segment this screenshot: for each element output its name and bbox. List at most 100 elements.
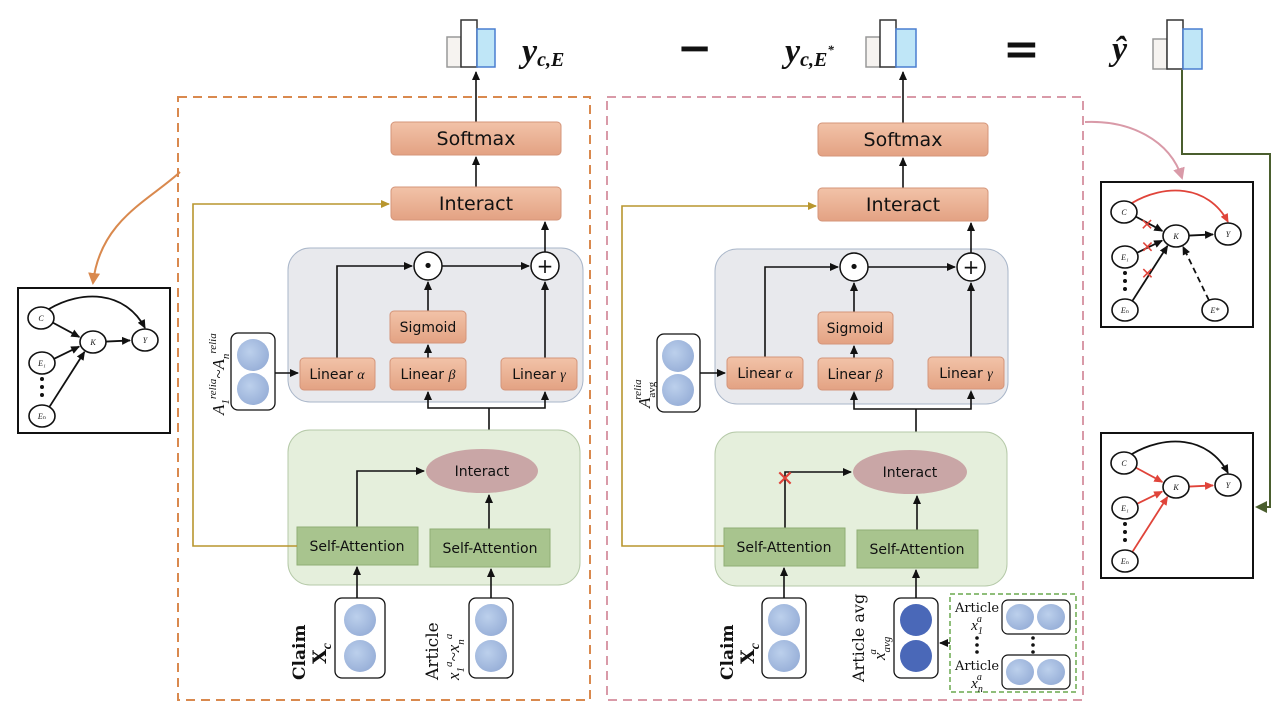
sigmoid-block (389, 310, 467, 344)
self-attention-label: Self-Attention (443, 541, 538, 557)
article-item-label: Article (954, 659, 999, 674)
graph-edge-C-K (1135, 466, 1164, 483)
graph-node-label: Eₙ (37, 412, 46, 421)
graph-node-label: Eₙ (1120, 557, 1129, 566)
bar-chart-icon (865, 19, 917, 68)
graph-node-En (1111, 298, 1139, 322)
term-y-c-estar: yc,E* (781, 33, 834, 71)
graph-node-label: Y (1226, 230, 1232, 239)
counterfactual-model: Softmax Interact • + Sigmoid Linear α Li… (621, 71, 1077, 695)
self-attention-label: Self-Attention (310, 539, 405, 555)
self-attention-article (856, 529, 979, 569)
graph-edge-C-Y (48, 295, 146, 329)
interact-label: Interact (439, 193, 513, 215)
softmax-label: Softmax (437, 128, 516, 150)
edge-cut-x-icon: ✕ (1141, 238, 1154, 257)
graph-node-label: K (1172, 232, 1179, 241)
claim-label: Claim (718, 625, 738, 680)
reliability-label: A1relia~Anrelia (207, 333, 232, 416)
avg-reliability-label: Aavgrelia (632, 379, 658, 409)
blocked-x-icon: ✕ (776, 467, 794, 492)
bar-chart-icon (446, 19, 496, 68)
sigmoid-block (817, 311, 894, 345)
article-item: Article xna (954, 654, 1071, 695)
interact-block (390, 186, 562, 221)
edge-cut-x-icon: ✕ (1141, 264, 1154, 283)
orange-link-arrow (88, 171, 181, 285)
graph-edge-E1-K (53, 345, 81, 360)
graph-edge-En-K (48, 351, 86, 408)
self-attention-label: Self-Attention (737, 540, 832, 556)
ellipsis-dot (40, 385, 44, 389)
linear-beta-label: Linear β (401, 367, 456, 383)
linear-alpha-label: Linear α (309, 367, 365, 383)
graph-node-label: E₁ (1120, 253, 1129, 262)
causal-graph-graph-effect: C K Y E₁ Eₙ (1100, 432, 1254, 579)
linear-alpha-label: Linear α (737, 366, 793, 382)
graph-node-label: K (1172, 483, 1179, 492)
interact-ellipse-label: Interact (883, 465, 938, 481)
gold-skip-connection (192, 200, 390, 547)
self-attention-article (429, 528, 551, 568)
interact-block (817, 187, 989, 222)
graph-node-label: C (1121, 208, 1127, 217)
graph-node-Y (1214, 222, 1242, 246)
ellipsis-dot (1123, 279, 1127, 283)
graph-node-E1 (28, 351, 56, 375)
article-item: Article x1a (954, 599, 1071, 637)
minus-sign: − (677, 23, 712, 72)
green-link-arrow (1181, 70, 1271, 513)
graph-node-label: E₁ (37, 359, 46, 368)
graph-edge-C-Y (1131, 440, 1229, 474)
graph-node-label: C (1121, 459, 1127, 468)
self-attention-claim (723, 527, 846, 567)
graph-edge-K-Y (1188, 481, 1215, 490)
graph-node-K (79, 330, 107, 354)
factual-model: Softmax Interact • + Sigmoid Linear α Li… (192, 71, 584, 681)
ellipsis-dot (1123, 271, 1127, 275)
softmax-block (817, 122, 989, 157)
article-avg-var: xavga (867, 636, 893, 661)
graph-node-label: K (89, 338, 96, 347)
graph-node-label: Y (143, 336, 149, 345)
article-item-label: Article (954, 601, 999, 616)
article-label: Article (423, 622, 443, 681)
graph-node-label: E* (1210, 306, 1220, 315)
interact-ellipse (426, 449, 538, 493)
graph-node-label: Y (1226, 481, 1232, 490)
linear-gamma-label: Linear γ (939, 366, 993, 382)
graph-edge-E1-K (1136, 490, 1164, 505)
linear-gamma-block (927, 356, 1005, 390)
sigmoid-label: Sigmoid (400, 320, 457, 336)
graph-node-label: C (38, 314, 44, 323)
article-var: x1a~xna (443, 633, 467, 681)
pink-link-arrow (1084, 120, 1185, 180)
ellipsis-dot (1123, 522, 1127, 526)
graph-node-C (27, 306, 55, 330)
plus-symbol: + (537, 254, 554, 278)
softmax-label: Softmax (864, 129, 943, 151)
graph-node-Es (1201, 298, 1229, 322)
factual-model-box (177, 96, 591, 701)
softmax-block (390, 121, 562, 156)
article-item-var: xna (970, 672, 983, 695)
equation: yc,E − yc,E* = ŷ (446, 19, 1203, 75)
linear-gamma-block (500, 357, 578, 391)
article-item-var: x1a (970, 614, 983, 637)
graph-node-K (1162, 224, 1190, 248)
graph-edge-K-Y (1188, 230, 1215, 239)
y-hat: ŷ (1108, 31, 1128, 68)
graph-node-Y (1214, 473, 1242, 497)
ellipsis-dot (1123, 287, 1127, 291)
article-avg-label: Article avg (849, 594, 868, 683)
sum-node (956, 252, 986, 282)
graph-edge-C-K (52, 321, 81, 338)
gold-skip-connection (621, 202, 817, 547)
vertical-dots (975, 636, 1035, 654)
graph-node-K (1162, 475, 1190, 499)
linear-beta-label: Linear β (828, 367, 883, 383)
graph-node-En (1111, 549, 1139, 573)
odot-symbol: • (423, 256, 434, 277)
graph-node-label: E₁ (1120, 504, 1129, 513)
